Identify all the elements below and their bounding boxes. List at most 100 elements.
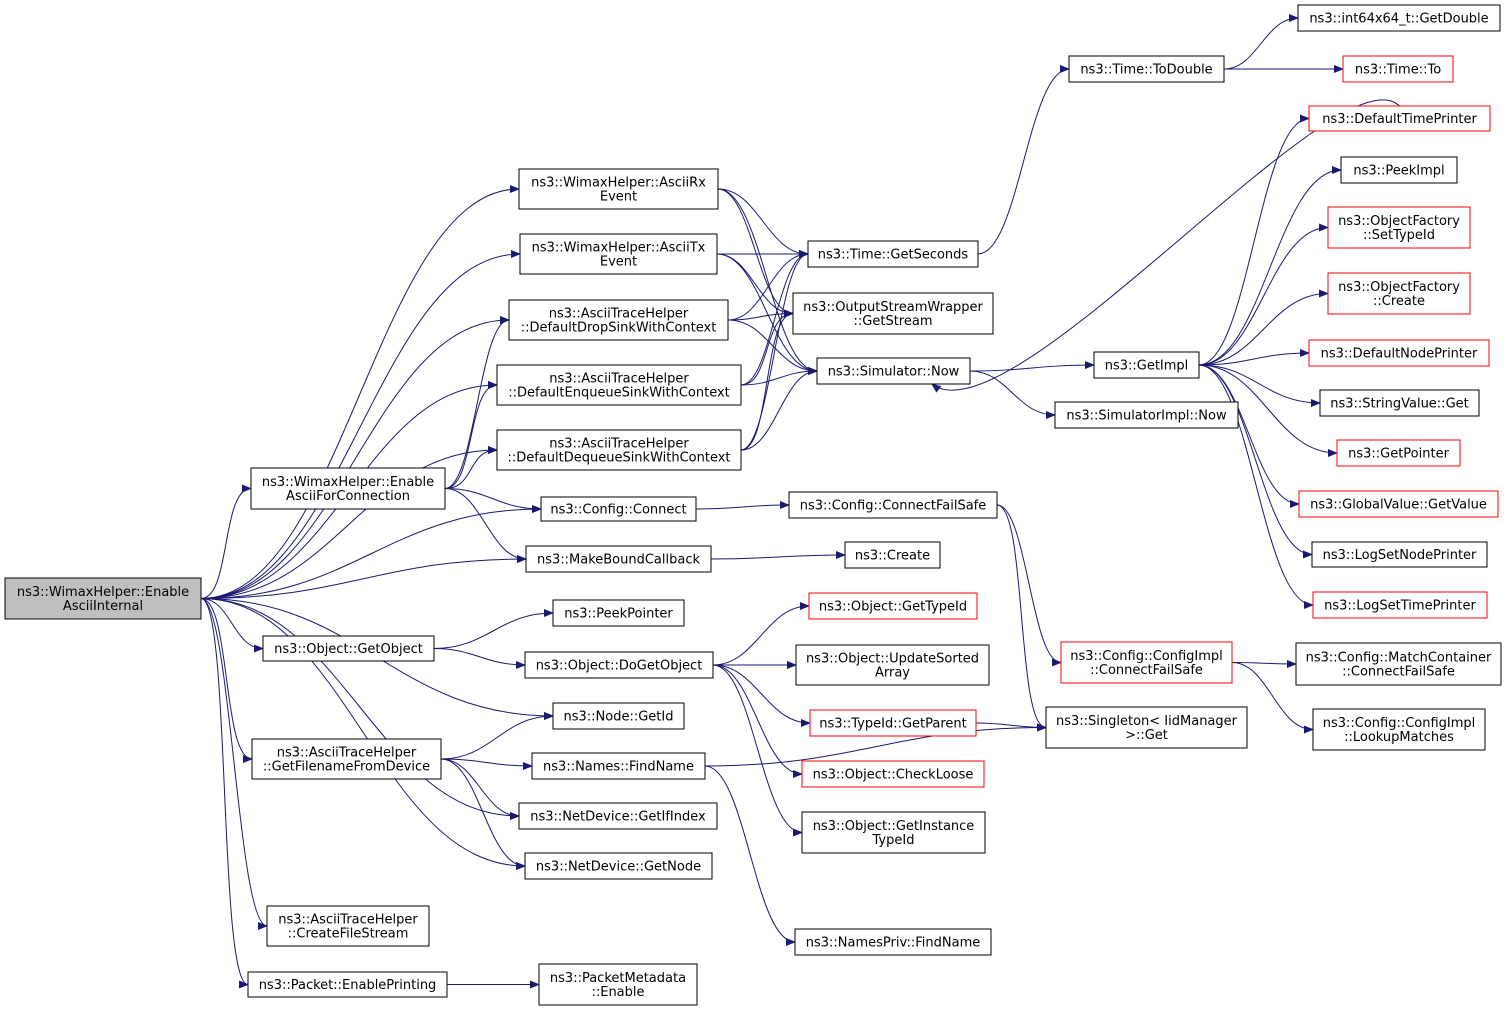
function-node-enableprint[interactable]: ns3::Packet::EnablePrinting xyxy=(247,971,448,998)
function-node-cfgconnect[interactable]: ns3::Config::Connect xyxy=(540,496,697,522)
function-node-dogetobj[interactable]: ns3::Object::DoGetObject xyxy=(524,651,714,679)
function-node-label: ::DefaultEnqueueSinkWithContext xyxy=(508,386,730,401)
function-node-enqsink[interactable]: ns3::AsciiTraceHelper::DefaultEnqueueSin… xyxy=(496,364,742,406)
function-node-label: ns3::Singleton< IidManager xyxy=(1056,714,1238,729)
function-node-getpointer[interactable]: ns3::GetPointer xyxy=(1336,439,1461,467)
function-node-cfgimplfs[interactable]: ns3::Config::ConfigImpl::ConnectFailSafe xyxy=(1060,641,1233,684)
function-node-todouble[interactable]: ns3::Time::ToDouble xyxy=(1068,55,1225,83)
function-node-label: ns3::NamesPriv::FindName xyxy=(806,936,980,951)
function-node-label: ns3::SimulatorImpl::Now xyxy=(1066,409,1227,424)
function-node-simimplnow[interactable]: ns3::SimulatorImpl::Now xyxy=(1054,401,1239,429)
function-node-box xyxy=(1308,339,1490,367)
function-node-box xyxy=(801,760,985,788)
function-node-mkbound[interactable]: ns3::MakeBoundCallback xyxy=(525,545,712,573)
function-node-lookupm[interactable]: ns3::Config::ConfigImpl::LookupMatches xyxy=(1312,708,1486,751)
call-edge-enableconn-to-cfgconnect xyxy=(444,488,542,513)
function-node-simnow[interactable]: ns3::Simulator::Now xyxy=(816,357,971,385)
function-node-box xyxy=(1045,706,1248,749)
function-node-getfname[interactable]: ns3::AsciiTraceHelper::GetFilenameFromDe… xyxy=(251,738,442,780)
function-node-enableconn[interactable]: ns3::WimaxHelper::EnableAsciiForConnecti… xyxy=(250,467,446,510)
function-node-label: ns3::Object::GetTypeId xyxy=(819,600,967,615)
function-node-label: >::Get xyxy=(1125,728,1168,743)
function-node-gvgetvalue[interactable]: ns3::GlobalValue::GetValue xyxy=(1298,490,1499,518)
function-node-matchcont[interactable]: ns3::Config::MatchContainer::ConnectFail… xyxy=(1295,642,1502,686)
function-node-getimpl[interactable]: ns3::GetImpl xyxy=(1093,351,1200,379)
function-node-getobject[interactable]: ns3::Object::GetObject xyxy=(262,635,435,662)
function-node-label: ::CreateFileStream xyxy=(288,927,409,942)
function-node-label: Array xyxy=(875,666,910,681)
function-node-label: ns3::OutputStreamWrapper xyxy=(803,300,983,315)
function-node-logsettime[interactable]: ns3::LogSetTimePrinter xyxy=(1312,591,1488,619)
function-node-box xyxy=(1312,591,1488,619)
function-node-box xyxy=(1319,389,1480,417)
call-edge-cfgconnect-to-cfgfailsafe xyxy=(695,501,790,510)
function-node-label: ns3::Config::ConfigImpl xyxy=(1070,649,1223,664)
function-node-label: TypeId xyxy=(872,833,915,848)
function-node-label: AsciiInternal xyxy=(63,599,143,614)
function-node-label: ns3::WimaxHelper::AsciiRx xyxy=(531,176,706,191)
function-node-box xyxy=(1295,642,1502,686)
call-edge-enqsink-to-getseconds xyxy=(740,250,809,386)
call-edge-root-to-cfgconnect xyxy=(200,505,542,599)
function-node-box xyxy=(801,811,986,854)
function-node-peekimpl[interactable]: ns3::PeekImpl xyxy=(1340,156,1458,184)
function-node-deftimeprint[interactable]: ns3::DefaultTimePrinter xyxy=(1308,105,1491,132)
function-node-createfs[interactable]: ns3::AsciiTraceHelper::CreateFileStream xyxy=(266,905,430,947)
function-node-objgettypeid[interactable]: ns3::Object::GetTypeId xyxy=(808,592,978,620)
function-node-getparent[interactable]: ns3::TypeId::GetParent xyxy=(809,709,977,737)
call-edge-enableconn-to-deqsink xyxy=(444,446,498,489)
function-node-getifindex[interactable]: ns3::NetDevice::GetIfIndex xyxy=(518,802,718,830)
function-node-label: ns3::Config::MatchContainer xyxy=(1306,651,1492,666)
function-node-singleton[interactable]: ns3::Singleton< IidManager>::Get xyxy=(1045,706,1248,749)
function-node-box xyxy=(816,357,971,385)
function-node-box xyxy=(807,240,979,268)
function-node-cfgfailsafe[interactable]: ns3::Config::ConnectFailSafe xyxy=(788,491,998,519)
function-node-create[interactable]: ns3::Create xyxy=(844,541,941,569)
function-node-strvalget[interactable]: ns3::StringValue::Get xyxy=(1319,389,1480,417)
function-node-int64getdbl[interactable]: ns3::int64x64_t::GetDouble xyxy=(1297,4,1501,32)
function-node-nodegetid[interactable]: ns3::Node::GetId xyxy=(552,702,685,730)
call-edge-findname-to-namespriv xyxy=(704,765,796,946)
function-node-label: ns3::Object::DoGetObject xyxy=(536,659,703,674)
function-node-getnode[interactable]: ns3::NetDevice::GetNode xyxy=(524,852,713,880)
function-node-label: ::GetStream xyxy=(854,314,933,329)
call-edge-simnow-to-simimplnow xyxy=(969,370,1056,419)
function-node-box xyxy=(524,852,713,880)
function-node-peekptr[interactable]: ns3::PeekPointer xyxy=(552,599,685,627)
call-edge-cfgimplfs-to-matchcont xyxy=(1231,659,1297,668)
function-node-timeto[interactable]: ns3::Time::To xyxy=(1342,55,1454,83)
function-node-label: ::SetTypeId xyxy=(1363,228,1435,243)
function-node-logsetnode[interactable]: ns3::LogSetNodePrinter xyxy=(1311,541,1488,568)
function-node-dropsink[interactable]: ns3::AsciiTraceHelper::DefaultDropSinkWi… xyxy=(508,299,729,341)
function-node-pmenable[interactable]: ns3::PacketMetadata::Enable xyxy=(538,963,698,1006)
function-node-label: ns3::Object::GetInstance xyxy=(813,819,975,834)
function-node-label: ns3::int64x64_t::GetDouble xyxy=(1309,12,1488,27)
function-node-label: ::LookupMatches xyxy=(1344,730,1454,745)
function-node-box xyxy=(1327,272,1471,315)
function-node-ofcreate[interactable]: ns3::ObjectFactory::Create xyxy=(1327,272,1471,315)
call-edge-getimpl-to-peekimpl xyxy=(1198,166,1342,366)
function-node-checkloose[interactable]: ns3::Object::CheckLoose xyxy=(801,760,985,788)
call-edge-enqsink-to-getstream xyxy=(740,309,794,386)
call-edge-asciitx-to-simnow xyxy=(716,253,818,375)
function-node-ofsettypeid[interactable]: ns3::ObjectFactory::SetTypeId xyxy=(1327,206,1471,249)
call-edge-getfname-to-getifindex xyxy=(440,758,520,820)
function-node-box xyxy=(1054,401,1239,429)
function-node-getstream[interactable]: ns3::OutputStreamWrapper::GetStream xyxy=(792,292,994,335)
function-node-box xyxy=(525,545,712,573)
function-node-defnodeprint[interactable]: ns3::DefaultNodePrinter xyxy=(1308,339,1490,367)
function-node-label: ns3::Create xyxy=(855,549,930,564)
call-edge-getparent-to-singleton xyxy=(975,722,1047,732)
call-edge-getimpl-to-gvgetvalue xyxy=(1198,364,1300,508)
function-node-namespriv[interactable]: ns3::NamesPriv::FindName xyxy=(794,928,992,956)
function-node-deqsink[interactable]: ns3::AsciiTraceHelper::DefaultDequeueSin… xyxy=(496,429,742,471)
call-edge-getseconds-to-todouble xyxy=(977,65,1070,255)
function-node-findname[interactable]: ns3::Names::FindName xyxy=(531,752,706,780)
function-node-getseconds[interactable]: ns3::Time::GetSeconds xyxy=(807,240,979,268)
call-edge-mkbound-to-create xyxy=(710,551,846,560)
